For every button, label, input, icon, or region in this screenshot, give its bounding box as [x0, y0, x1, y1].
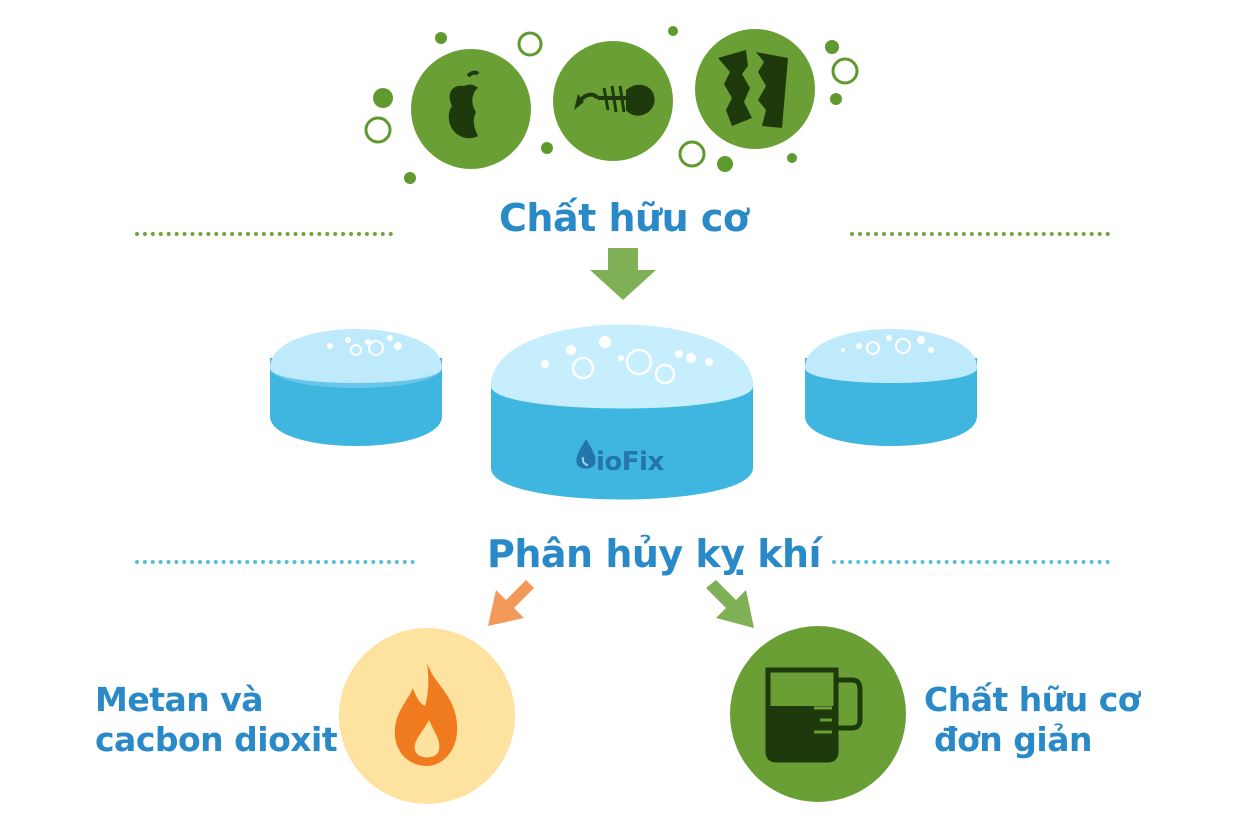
fish-bone-icon: [574, 84, 655, 116]
brand-logo-text: ioFix: [596, 447, 664, 477]
organic-output-line1: Chất hữu cơ: [924, 680, 1140, 719]
apple-core-icon: [448, 70, 480, 139]
input-circle-fish: [553, 41, 673, 161]
organic-output-label: Chất hữu cơ đơn giản: [924, 680, 1140, 760]
water-drop-icon: [576, 439, 596, 469]
input-circle-apple: [411, 49, 531, 169]
arrow-organic-icon: [706, 580, 754, 628]
input-label: Chất hữu cơ: [499, 196, 749, 240]
arrow-down-icon: [590, 248, 656, 300]
flame-icon: [394, 662, 458, 766]
divider-right-mid: [832, 560, 1110, 564]
process-label: Phân hủy kỵ khí: [487, 532, 822, 576]
paper-scrap-icon: [718, 50, 788, 128]
organic-output-circle: [730, 626, 906, 802]
reactor-cylinder: [491, 324, 753, 500]
gas-output-line1: Metan và: [95, 680, 264, 719]
cylinder-left: [270, 329, 442, 446]
divider-right-top: [850, 232, 1110, 236]
divider-left-mid: [135, 560, 415, 564]
input-circle-paper: [695, 29, 815, 149]
measuring-cup-icon: [765, 667, 863, 763]
gas-output-label: Metan và cacbon dioxit: [95, 680, 338, 760]
organic-output-line2: đơn giản: [934, 720, 1092, 759]
arrow-gas-icon: [488, 580, 534, 626]
gas-output-line2: cacbon dioxit: [95, 720, 338, 759]
cylinder-right: [805, 329, 977, 446]
gas-output-circle: [339, 628, 515, 804]
divider-left-top: [135, 232, 393, 236]
